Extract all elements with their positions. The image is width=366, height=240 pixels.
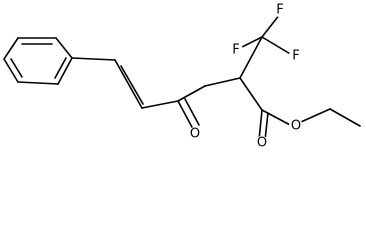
cf-bond <box>261 36 293 56</box>
ester-carbonyl-double-bond <box>258 109 263 141</box>
alkene-double-bond <box>114 59 143 109</box>
ring-bond <box>57 57 73 85</box>
ring-double-bond <box>10 58 23 78</box>
cf-bond <box>239 36 263 49</box>
backbone <box>204 36 263 111</box>
phenyl-ring <box>3 37 73 85</box>
atom-f-left: F <box>232 43 239 58</box>
ester-carbonyl-double-bond-inner <box>264 112 269 141</box>
ring-bond <box>3 58 19 83</box>
backbone-bond <box>239 36 263 79</box>
structure-svg: F F F O O O <box>3 3 361 151</box>
ketone-bond <box>177 85 206 102</box>
alkene-double-bond-inner <box>120 65 144 105</box>
atom-f-right: F <box>292 49 299 64</box>
backbone-bond <box>204 77 241 87</box>
ring-double-bond <box>54 57 67 79</box>
chain-bond <box>141 100 179 109</box>
carbonyl-double-bond <box>177 100 194 130</box>
atom-o-ester: O <box>291 119 301 134</box>
atom-f-top: F <box>276 3 283 18</box>
chain-bond <box>71 57 116 61</box>
cf-bond <box>261 13 281 38</box>
ring-bond <box>55 37 73 59</box>
molecule-diagram: F F F O O O <box>3 3 361 151</box>
atom-o-carbonyl: O <box>257 136 267 151</box>
atom-labels: F F F O O O <box>188 3 303 151</box>
backbone-bond <box>239 77 263 111</box>
ring-bond <box>17 81 59 85</box>
trifluoromethyl-group <box>239 13 293 56</box>
ketone-group <box>177 85 206 130</box>
ester-o-bond <box>261 109 293 127</box>
ethyl-bond <box>329 108 361 127</box>
ester-group <box>258 108 361 141</box>
alkene-chain <box>71 57 179 109</box>
ring-bond <box>3 37 19 60</box>
carbonyl-double-bond-inner <box>184 98 200 126</box>
atom-o-ketone: O <box>190 127 200 142</box>
